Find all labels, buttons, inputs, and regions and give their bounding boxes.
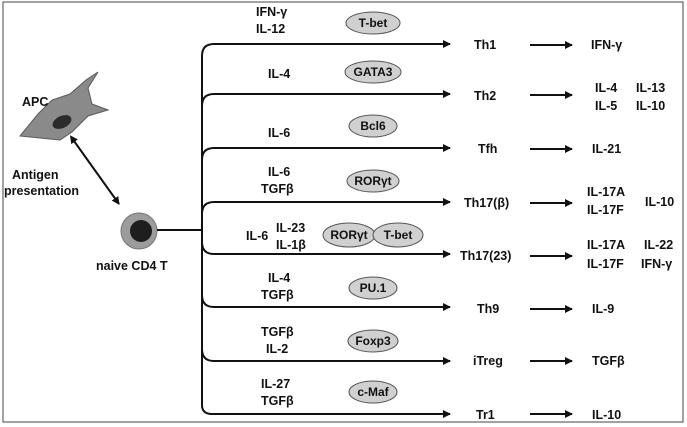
- transcription-factor-label: RORγt: [330, 228, 367, 242]
- cytokine-label: IL-1β: [276, 238, 306, 252]
- branch-th17-beta: IL-6 TGFβ RORγt Th17(β) IL-17A IL-17F IL…: [201, 165, 674, 217]
- product-label: IL-10: [645, 195, 674, 209]
- subset-label: Tfh: [478, 142, 497, 156]
- branch-arrow: [201, 348, 451, 365]
- branch-th17-23: IL-6 IL-23 IL-1β RORγt T-bet Th17(23) IL…: [201, 221, 673, 271]
- transcription-factor-oval: [348, 380, 398, 404]
- product-label: IL-13: [636, 81, 665, 95]
- transcription-factor-oval: [348, 114, 398, 138]
- product-label: IFN-γ: [591, 38, 622, 52]
- transcription-factor-label: RORγt: [354, 174, 391, 188]
- cytokine-label: IL-4: [268, 67, 290, 81]
- transcription-factor-oval: [347, 329, 399, 353]
- transcription-factor-oval: [348, 276, 398, 300]
- transcription-factor-label: Bcl6: [360, 119, 386, 133]
- apc-cell-icon: [19, 71, 110, 141]
- apc-label: APC: [22, 95, 48, 109]
- cytokine-label: TGFβ: [261, 394, 294, 408]
- branch-arrow: [201, 144, 451, 161]
- cytokine-label: IL-12: [256, 22, 285, 36]
- product-label: IL-17F: [587, 257, 624, 271]
- branch-tfh: IL-6 Bcl6 Tfh IL-21: [201, 114, 621, 161]
- antigen-presentation-arrow: [69, 135, 120, 205]
- product-label: IL-9: [592, 302, 614, 316]
- transcription-factor-label: T-bet: [384, 228, 413, 242]
- cytokine-label: IL-4: [268, 271, 290, 285]
- transcription-factor-oval: [372, 222, 424, 248]
- branch-th9: IL-4 TGFβ PU.1 Th9 IL-9: [201, 271, 614, 316]
- antigen-label: Antigen: [12, 168, 59, 182]
- presentation-label: presentation: [4, 184, 79, 198]
- product-label: IL-21: [592, 142, 621, 156]
- cytokine-label: IFN-γ: [256, 5, 287, 19]
- product-label: IL-4: [595, 81, 617, 95]
- transcription-factor-oval: [346, 169, 400, 193]
- branch-arrow: [201, 404, 451, 418]
- branch-arrow: [201, 90, 451, 107]
- branch-arrow: [201, 294, 451, 311]
- branch-th1: IFN-γ IL-12 T-bet Th1 IFN-γ: [201, 5, 622, 57]
- product-label: IL-10: [592, 408, 621, 422]
- cytokine-label: IL-23: [276, 221, 305, 235]
- subset-label: Th17(23): [460, 249, 511, 263]
- cytokine-label: IL-2: [266, 342, 288, 356]
- subset-label: Th17(β): [464, 196, 509, 210]
- product-label: IL-17A: [587, 185, 625, 199]
- subset-label: Tr1: [476, 408, 495, 422]
- transcription-factor-label: Foxp3: [355, 334, 391, 348]
- transcription-factor-oval: [344, 60, 402, 84]
- branch-tr1: IL-27 TGFβ c-Maf Tr1 IL-10: [201, 377, 621, 422]
- naive-cd4-t-label: naive CD4 T: [96, 259, 168, 273]
- product-label: IL-10: [636, 99, 665, 113]
- product-label: IL-17F: [587, 203, 624, 217]
- transcription-factor-label: GATA3: [354, 65, 393, 79]
- transcription-factor-label: c-Maf: [357, 385, 389, 399]
- subset-label: Th2: [474, 89, 496, 103]
- product-label: IFN-γ: [641, 257, 672, 271]
- naive-cd4-t-cell-icon: [120, 212, 158, 250]
- transcription-factor-label: T-bet: [359, 16, 388, 30]
- cytokine-label: TGFβ: [261, 182, 294, 196]
- cytokine-label: IL-6: [268, 126, 290, 140]
- product-label: IL-22: [644, 238, 673, 252]
- branch-itreg: TGFβ IL-2 Foxp3 iTreg TGFβ: [201, 325, 625, 368]
- branch-arrow: [201, 198, 451, 215]
- product-label: IL-17A: [587, 238, 625, 252]
- product-label: IL-5: [595, 99, 617, 113]
- transcription-factor-oval: [345, 11, 401, 35]
- branch-th2: IL-4 GATA3 Th2 IL-4 IL-5 IL-13 IL-10: [201, 60, 665, 113]
- product-label: TGFβ: [592, 354, 625, 368]
- cytokine-label: IL-27: [261, 377, 290, 391]
- cytokine-label: TGFβ: [261, 325, 294, 339]
- branch-arrow: [201, 40, 451, 57]
- cytokine-label: TGFβ: [261, 288, 294, 302]
- cytokine-label: IL-6: [268, 165, 290, 179]
- transcription-factor-label: PU.1: [360, 281, 387, 295]
- cytokine-label: IL-6: [246, 229, 268, 243]
- subset-label: iTreg: [473, 354, 503, 368]
- subset-label: Th1: [474, 38, 496, 52]
- subset-label: Th9: [477, 302, 499, 316]
- branch-arrow: [201, 241, 451, 258]
